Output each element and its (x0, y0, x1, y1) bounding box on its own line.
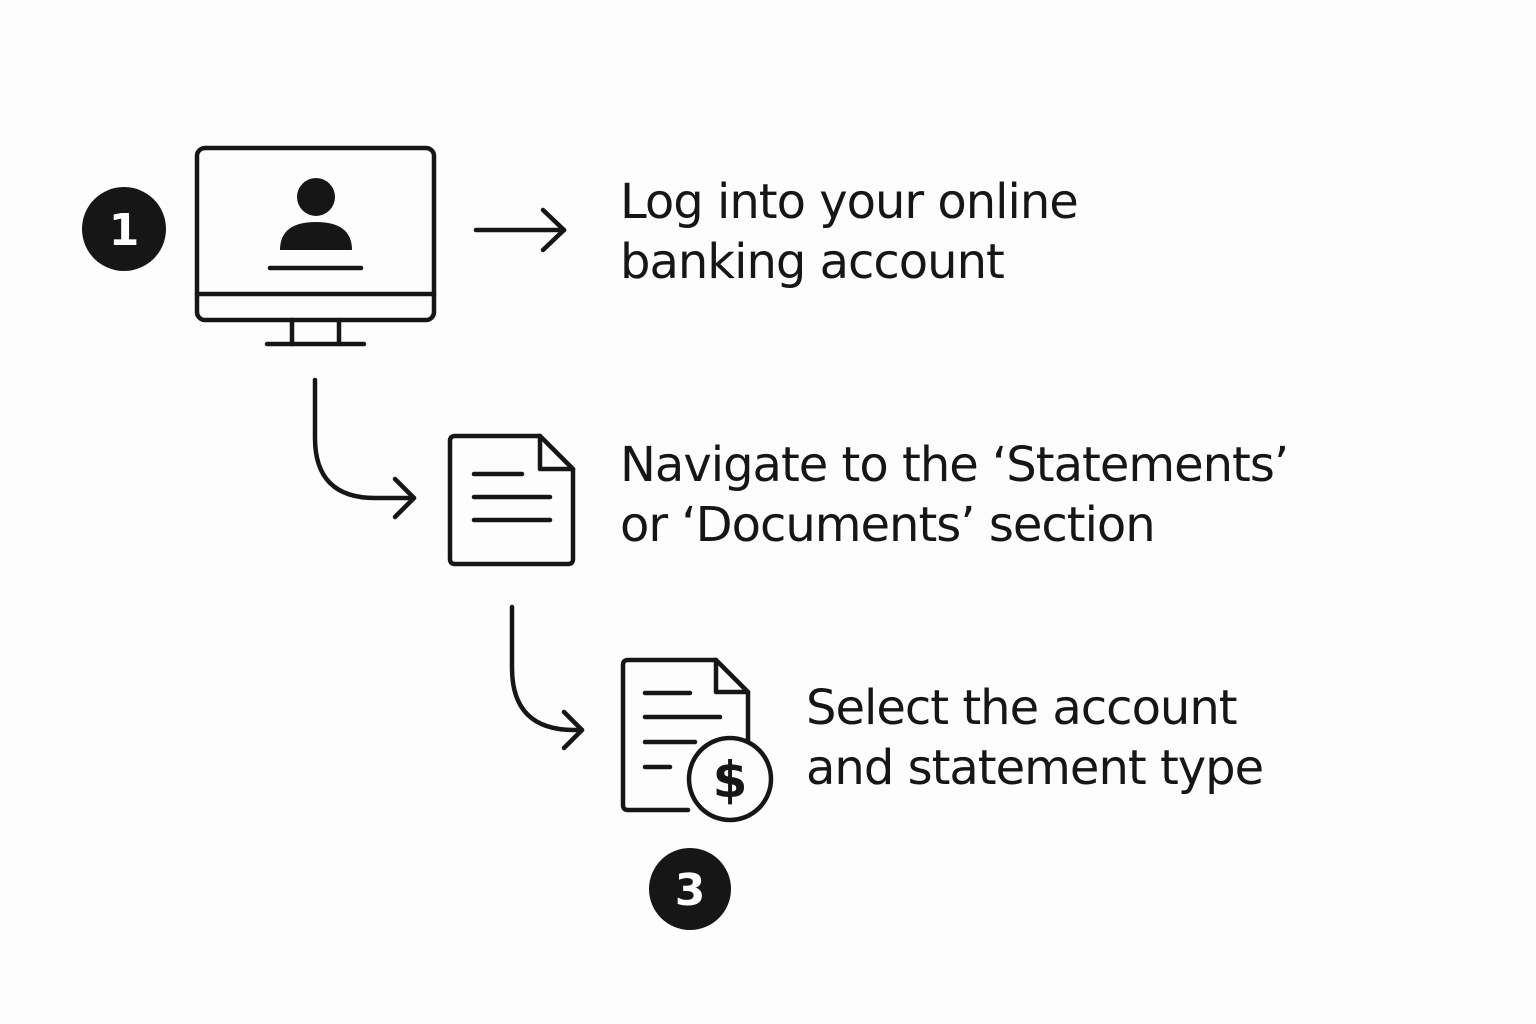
svg-text:3: 3 (675, 865, 706, 916)
step-1-badge: 1 (82, 187, 166, 271)
monitor-user-icon (194, 145, 437, 347)
document-icon (447, 433, 576, 567)
step-2-text: Navigate to the ‘Statements’ or ‘Documen… (620, 435, 1289, 555)
step-2-line-1: Navigate to the ‘Statements’ (620, 437, 1289, 493)
step-2-line-2: or ‘Documents’ section (620, 497, 1156, 553)
curved-arrow-1-to-2 (312, 377, 417, 520)
right-arrow-icon (473, 207, 567, 253)
svg-text:$: $ (713, 751, 748, 809)
step-1-line-2: banking account (620, 234, 1005, 290)
step-3-line-2: and statement type (806, 740, 1264, 796)
svg-text:1: 1 (109, 205, 140, 256)
step-1-line-1: Log into your online (620, 174, 1079, 230)
step-3-text: Select the account and statement type (806, 678, 1264, 798)
curved-arrow-2-to-3 (509, 604, 585, 751)
document-dollar-icon: $ (620, 657, 774, 823)
step-1-text: Log into your online banking account (620, 172, 1079, 292)
step-3-line-1: Select the account (806, 680, 1238, 736)
step-3-badge: 3 (649, 848, 731, 930)
